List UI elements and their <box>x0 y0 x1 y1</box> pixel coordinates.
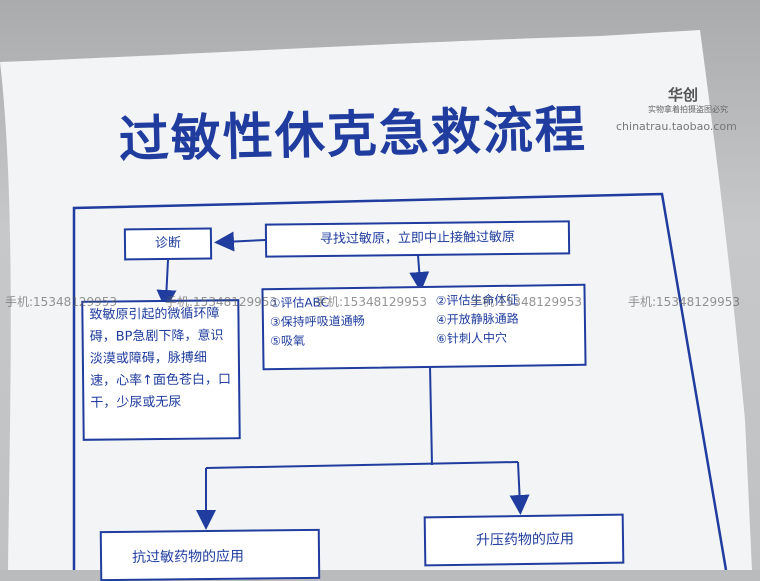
symptoms-box: 致敏原引起的微循环障碍，BP急剧下降，意识淡漠或障碍，脉搏细速，心率↑面色苍白，… <box>81 299 241 441</box>
diagnosis-box: 诊断 <box>123 227 213 261</box>
phone-watermark-5: 手机:15348129953 <box>628 295 741 309</box>
step-5: ⑤吸氧 <box>270 333 306 349</box>
website-watermark: chinatrau.taobao.com <box>616 120 737 133</box>
symptoms-text: 致敏原引起的微循环障碍，BP急剧下降，意识淡漠或障碍，脉搏细速，心率↑面色苍白，… <box>89 306 232 411</box>
step-6: ⑥针刺人中穴 <box>436 330 508 346</box>
outer-frame <box>72 192 728 570</box>
arrow-to-steps <box>409 254 430 292</box>
phone-watermark-3: 手机:15348129953 <box>315 295 428 309</box>
arrow-to-vasopressor <box>509 461 530 515</box>
brand-subtitle: 实物拿着拍摄盗图必究 <box>648 105 728 114</box>
diagnosis-label: 诊断 <box>154 235 182 252</box>
arrow-to-symptoms <box>156 259 177 310</box>
phone-watermark-1: 手机:15348129953 <box>5 295 118 309</box>
step-4: ④开放静脉通路 <box>435 311 519 327</box>
phone-watermark-4: 手机:15348129953 <box>470 295 583 309</box>
branch-horizontal <box>205 461 519 469</box>
steps-trunk <box>429 365 433 466</box>
step-3: ③保持呼吸道通畅 <box>269 313 365 330</box>
find-allergen-label: 寻找过敏原，立即中止接触过敏原 <box>319 229 516 248</box>
antiallergy-box: 抗过敏药物的应用 <box>99 528 321 581</box>
brand-name: 华创 <box>668 86 699 104</box>
phone-watermark-2: 手机:15348129953 <box>165 295 278 309</box>
arrow-to-diagnosis <box>214 231 266 252</box>
antiallergy-label: 抗过敏药物的应用 <box>131 548 245 566</box>
vasopressor-box: 升压药物的应用 <box>423 513 625 567</box>
find-allergen-box: 寻找过敏原，立即中止接触过敏原 <box>264 220 571 258</box>
vasopressor-label: 升压药物的应用 <box>475 531 575 549</box>
